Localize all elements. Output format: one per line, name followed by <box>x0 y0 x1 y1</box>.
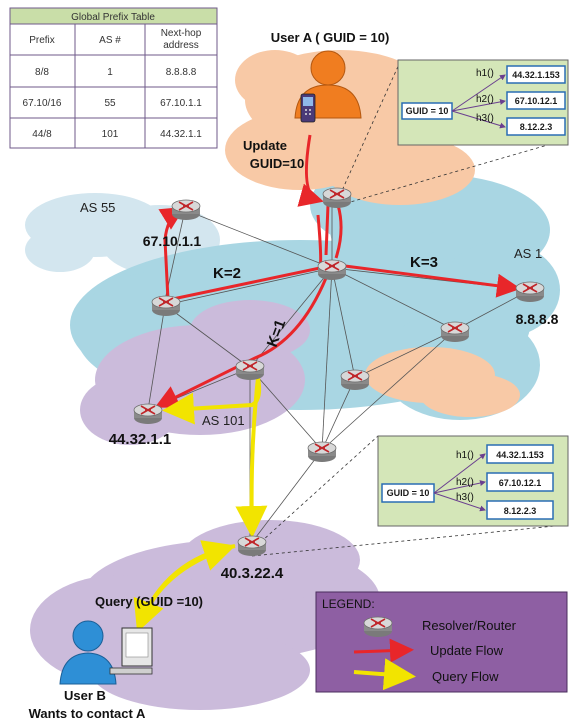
zoom-lines <box>251 61 566 557</box>
router-as1-south <box>307 441 337 463</box>
k3-label: K=3 <box>410 254 438 271</box>
query-label: Query (GUID =10) <box>95 594 203 609</box>
hash-top-addr3: 8.12.2.3 <box>520 122 553 132</box>
hash-bottom-h3: h3() <box>456 492 474 503</box>
hash-bottom-addr1: 44.32.1.153 <box>496 450 544 460</box>
row3-as: 101 <box>102 129 119 140</box>
label-40-3-22-4: 40.3.22.4 <box>221 565 284 582</box>
global-prefix-table: Global Prefix Table Prefix AS # Next-hop… <box>9 7 218 149</box>
k2-label: K=2 <box>213 265 241 282</box>
legend-update-label: Update Flow <box>430 643 504 658</box>
hash-box-top: GUID = 10 h1() h2() h3() 44.32.1.153 67.… <box>397 59 569 146</box>
router-as1-east <box>440 321 470 343</box>
row1-as: 1 <box>107 67 113 78</box>
hash-box-bottom: GUID = 10 h1() h2() h3() 44.32.1.153 67.… <box>377 435 569 527</box>
row2-nexthop: 67.10.1.1 <box>160 98 202 109</box>
as55-label: AS 55 <box>80 200 115 215</box>
hash-top-addr2: 67.10.12.1 <box>515 96 558 106</box>
legend-router-label: Resolver/Router <box>422 618 517 633</box>
header-prefix: Prefix <box>29 35 55 46</box>
label-8-8-8-8: 8.8.8.8 <box>516 311 559 327</box>
phone-icon <box>300 93 316 123</box>
hash-bottom-addr2: 67.10.12.1 <box>499 478 542 488</box>
header-as: AS # <box>99 35 121 46</box>
update-label-line2: GUID=10 <box>250 156 305 171</box>
table-title: Global Prefix Table <box>71 12 155 23</box>
user-b-person-icon <box>59 620 117 685</box>
legend-router-icon <box>363 616 393 638</box>
legend-query-label: Query Flow <box>432 669 499 684</box>
label-67-10-1-1: 67.10.1.1 <box>143 233 202 249</box>
label-44-32-1-1: 44.32.1.1 <box>109 431 172 448</box>
hash-top-h3: h3() <box>476 113 494 124</box>
hash-top-guid: GUID = 10 <box>406 106 449 116</box>
user-b-sublabel: Wants to contact A <box>29 706 146 721</box>
router-as101-center <box>235 359 265 381</box>
row3-prefix: 44/8 <box>32 129 52 140</box>
router-as55-edge <box>151 295 181 317</box>
router-40-3-22-4 <box>237 535 267 557</box>
row2-prefix: 67.10/16 <box>23 98 62 109</box>
user-a-label: User A ( GUID = 10) <box>271 30 390 45</box>
query-flow-arrows <box>133 377 268 633</box>
hash-top-h1: h1() <box>476 68 494 79</box>
router-as1-mid <box>340 369 370 391</box>
router-44-32-1-1 <box>133 403 163 425</box>
computer-icon <box>109 627 153 675</box>
hash-bottom-guid: GUID = 10 <box>387 488 430 498</box>
cloud-user-a <box>225 50 475 205</box>
legend-title: LEGEND: <box>322 597 375 611</box>
as101-label: AS 101 <box>202 413 245 428</box>
router-update-entry <box>322 187 352 209</box>
hash-bottom-h2: h2() <box>456 477 474 488</box>
hash-top-h2: h2() <box>476 94 494 105</box>
as1-label: AS 1 <box>514 246 542 261</box>
cloud-inner-peach <box>365 347 520 417</box>
legend: LEGEND: Resolver/Router Update Flow Quer… <box>315 591 568 693</box>
legend-query-arrow <box>353 658 416 691</box>
row1-prefix: 8/8 <box>35 67 49 78</box>
user-b-label: User B <box>64 688 106 703</box>
update-label-line1: Update <box>243 138 287 153</box>
router-67-10-1-1 <box>171 199 201 221</box>
hash-bottom-h1: h1() <box>456 450 474 461</box>
hash-top-addr1: 44.32.1.153 <box>512 70 560 80</box>
row1-nexthop: 8.8.8.8 <box>166 67 197 78</box>
legend-update-arrow <box>353 638 414 663</box>
router-core <box>317 259 347 281</box>
row2-as: 55 <box>104 98 116 109</box>
hash-bottom-addr3: 8.12.2.3 <box>504 506 537 516</box>
row3-nexthop: 44.32.1.1 <box>160 129 202 140</box>
router-8-8-8-8 <box>515 281 545 303</box>
